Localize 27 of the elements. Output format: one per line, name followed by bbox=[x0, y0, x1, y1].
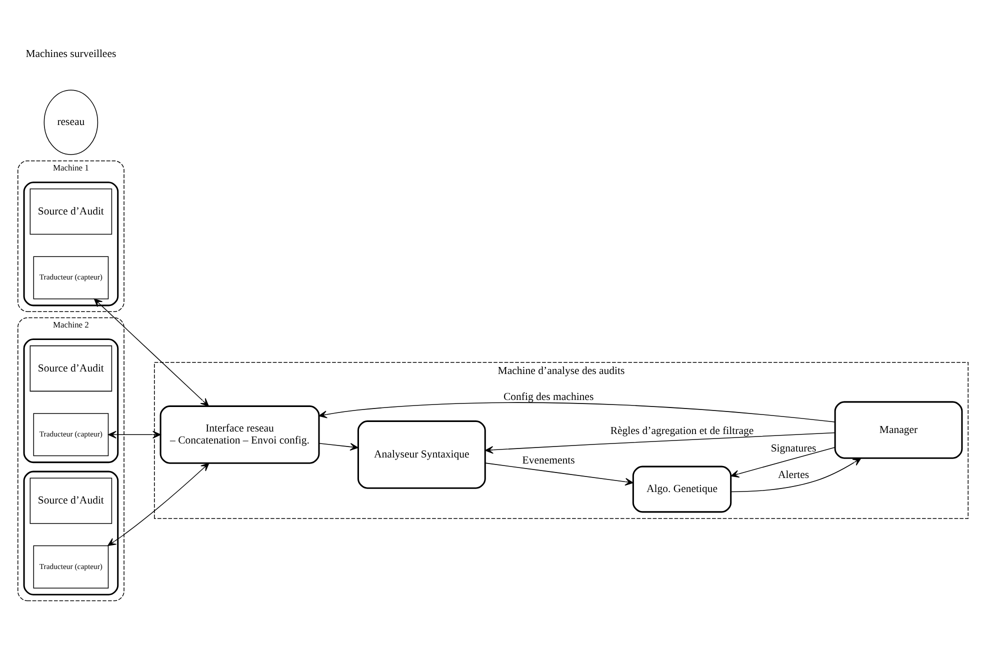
arrow bbox=[730, 457, 862, 492]
edge-label: Signatures bbox=[770, 442, 816, 454]
arrow bbox=[318, 402, 836, 422]
node-box: Interface reseau – Concatenation – Envoi config. bbox=[160, 404, 320, 464]
node-box: Traducteur (capteur) bbox=[33, 256, 109, 299]
node-box: Traducteur (capteur) bbox=[33, 544, 109, 588]
node-box: Analyseur Syntaxique bbox=[357, 420, 486, 488]
arrow bbox=[108, 430, 161, 438]
arrow bbox=[94, 298, 209, 406]
node-box: Algo. Genetique bbox=[632, 465, 732, 512]
arrow bbox=[730, 446, 836, 478]
edge-label: Evenements bbox=[522, 454, 575, 466]
arrow bbox=[484, 432, 836, 454]
label: Machines surveillees bbox=[26, 47, 116, 60]
node-box: Traducteur (capteur) bbox=[33, 412, 109, 456]
node-box: Source d’Audit bbox=[30, 477, 112, 524]
arrow bbox=[108, 462, 210, 546]
cluster bbox=[23, 338, 119, 463]
edge-label: Règles d’agregation et de filtrage bbox=[610, 424, 754, 437]
node-box: Source d’Audit bbox=[30, 188, 112, 234]
node-ellipse: reseau bbox=[44, 89, 98, 155]
arrow bbox=[485, 462, 634, 486]
edge-label: Config des machines bbox=[503, 390, 594, 403]
node-box: Source d’Audit bbox=[30, 344, 112, 392]
edge-label: Alertes bbox=[778, 468, 810, 480]
node-box: Manager bbox=[834, 400, 963, 458]
arrow bbox=[318, 442, 358, 450]
